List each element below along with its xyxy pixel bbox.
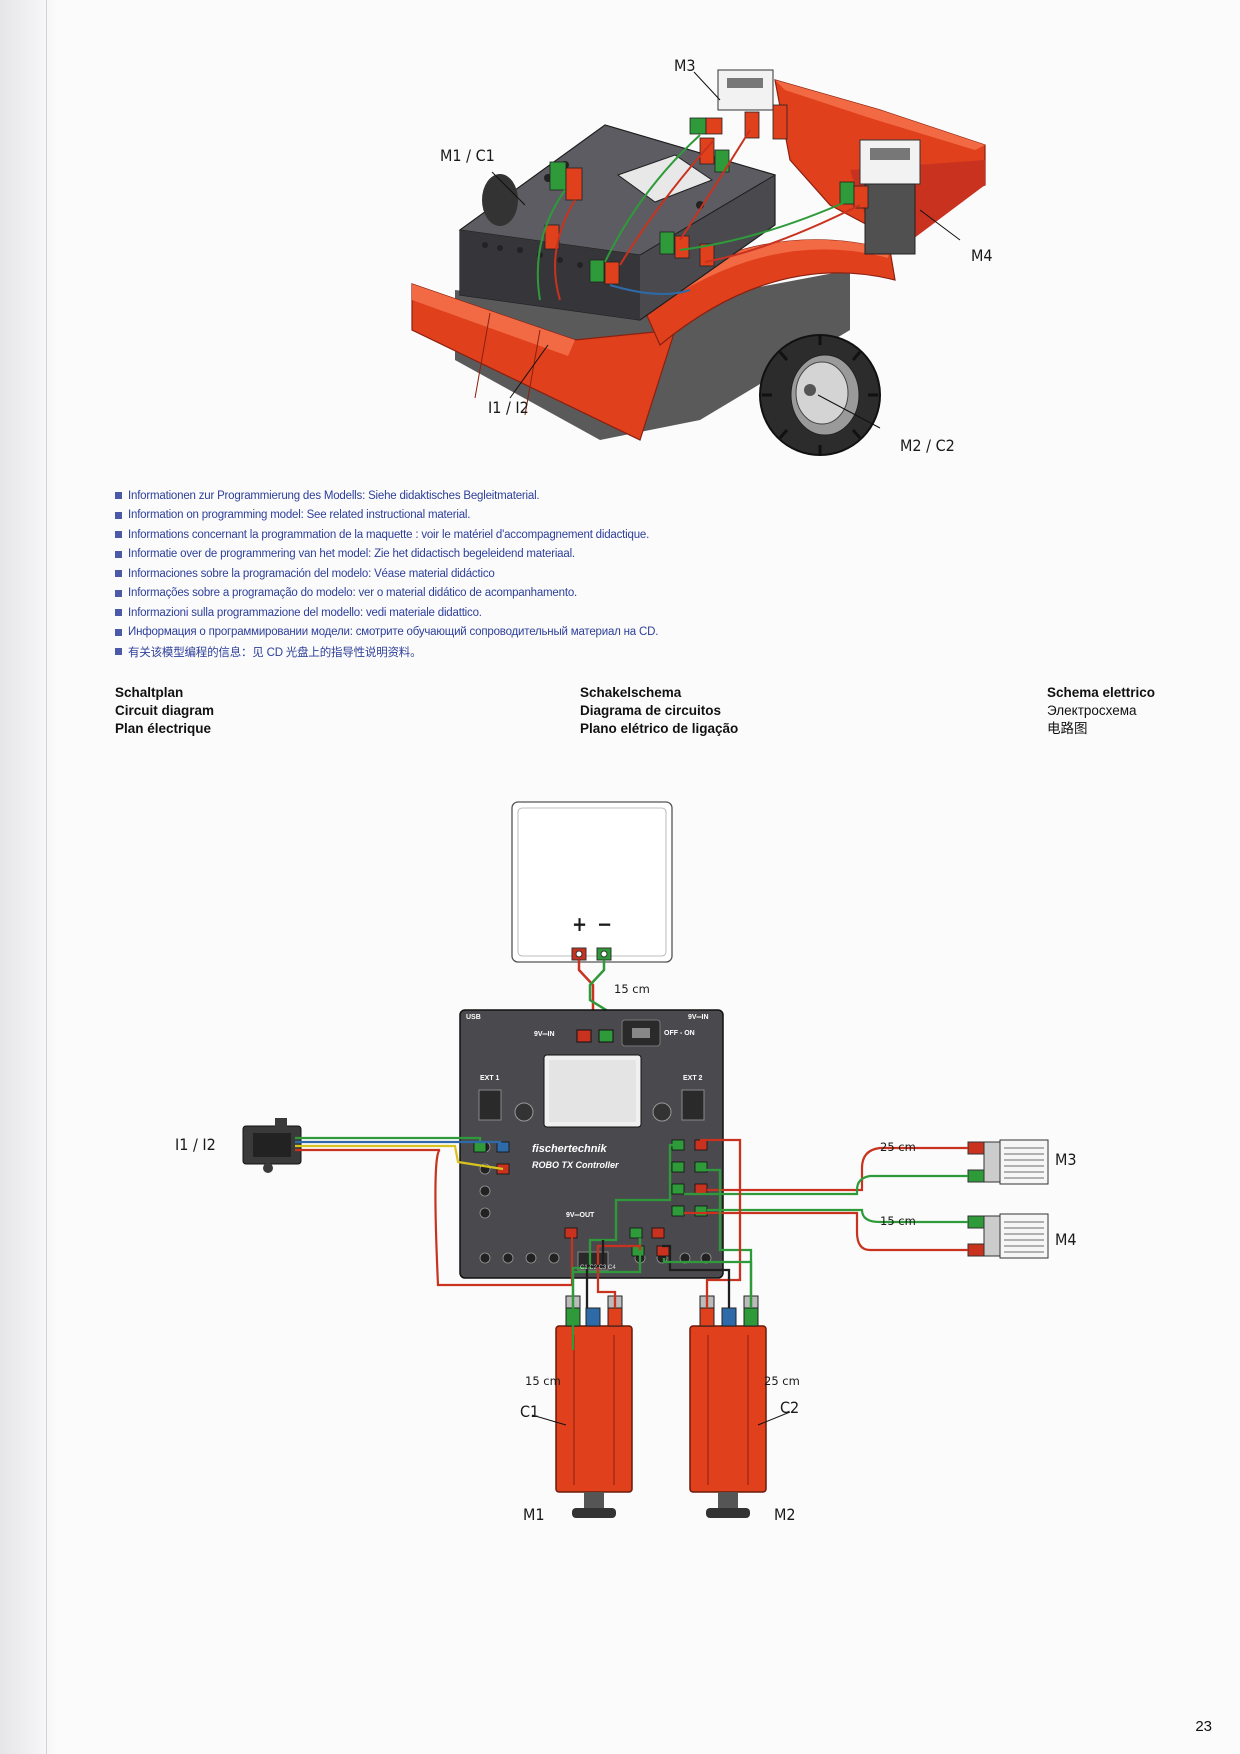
circuit-diagram bbox=[242, 801, 1049, 1518]
label-i1-i2-circuit: I1 / I2 bbox=[175, 1135, 216, 1154]
controller-ext1: EXT 1 bbox=[480, 1075, 500, 1082]
label-m1-c1: M1 / C1 bbox=[440, 146, 495, 165]
battery-plus-label: + bbox=[572, 912, 588, 936]
label-m4: M4 bbox=[971, 246, 993, 265]
info-line: Informationen zur Programmierung des Mod… bbox=[115, 486, 815, 506]
label-c1: C1 bbox=[520, 1402, 540, 1421]
info-line: 有关该模型编程的信息：见 CD 光盘上的指导性说明资料。 bbox=[115, 642, 815, 662]
page-fold-line bbox=[46, 0, 47, 1754]
controller-usb-label: USB bbox=[466, 1014, 481, 1021]
page-fold-shadow bbox=[0, 0, 58, 1754]
heading-column-2: Schakelschema Diagrama de circuitos Plan… bbox=[580, 685, 739, 736]
label-m3-circuit: M3 bbox=[1055, 1150, 1077, 1169]
info-line: Informatie over de programmering van het… bbox=[115, 545, 815, 565]
controller-ext2: EXT 2 bbox=[683, 1075, 703, 1082]
label-m1: M1 bbox=[523, 1505, 545, 1524]
programming-info-list: Informationen zur Programmierung des Mod… bbox=[115, 486, 815, 662]
heading-column-3: Schema elettrico Электросхема 电路图 bbox=[1047, 685, 1156, 736]
sensor-i1i2 bbox=[242, 1118, 302, 1173]
motor-m2 bbox=[689, 1295, 767, 1518]
info-line: Informazioni sulla programmazione del mo… bbox=[115, 603, 815, 623]
bullet-icon bbox=[115, 609, 122, 617]
page-number: 23 bbox=[1195, 1718, 1212, 1735]
label-i1-i2: I1 / I2 bbox=[488, 398, 529, 417]
bullet-icon bbox=[115, 648, 122, 656]
controller-off-on: OFF - ON bbox=[664, 1030, 695, 1037]
controller-brand: fischertechnik bbox=[532, 1143, 607, 1155]
controller-model: ROBO TX Controller bbox=[532, 1160, 619, 1170]
info-line: Информация о программировании модели: см… bbox=[115, 623, 815, 643]
cable-length-c2: 25 cm bbox=[764, 1374, 800, 1388]
label-m3: M3 bbox=[674, 56, 696, 75]
lamp-m3 bbox=[967, 1139, 1049, 1185]
info-line: Informaciones sobre la programación del … bbox=[115, 564, 815, 584]
bullet-icon bbox=[115, 628, 122, 636]
bullet-icon bbox=[115, 550, 122, 558]
bullet-icon bbox=[115, 511, 122, 519]
label-m2: M2 bbox=[774, 1505, 796, 1524]
controller-9v-out: 9V═OUT bbox=[566, 1212, 595, 1219]
heading-column-1: Schaltplan Circuit diagram Plan électriq… bbox=[115, 685, 215, 736]
label-m4-circuit: M4 bbox=[1055, 1230, 1077, 1249]
battery-pack bbox=[511, 801, 673, 963]
motor-wires bbox=[571, 1138, 753, 1308]
bullet-icon bbox=[115, 589, 122, 597]
controller-counters: C1 C2 C3 C4 bbox=[580, 1265, 616, 1271]
robot-illustration bbox=[411, 69, 986, 456]
lamp-m4 bbox=[967, 1213, 1049, 1259]
battery-minus-label: − bbox=[597, 912, 613, 936]
label-c2: C2 bbox=[780, 1398, 800, 1417]
cable-length-m4: 15 cm bbox=[880, 1214, 916, 1228]
bullet-icon bbox=[115, 531, 122, 539]
bullet-icon bbox=[115, 570, 122, 578]
label-m2-c2: M2 / C2 bbox=[900, 436, 955, 455]
controller-power-in-left: 9V═IN bbox=[534, 1031, 555, 1038]
info-line: Informations concernant la programmation… bbox=[115, 525, 815, 545]
cable-length-c1: 15 cm bbox=[525, 1374, 561, 1388]
cable-length-battery: 15 cm bbox=[614, 982, 650, 996]
info-line: Informações sobre a programação do model… bbox=[115, 584, 815, 604]
motor-m1 bbox=[555, 1295, 633, 1518]
bullet-icon bbox=[115, 492, 122, 500]
cable-length-m3: 25 cm bbox=[880, 1140, 916, 1154]
info-line: Information on programming model: See re… bbox=[115, 506, 815, 526]
controller-power-in-right: 9V═IN bbox=[688, 1014, 709, 1021]
